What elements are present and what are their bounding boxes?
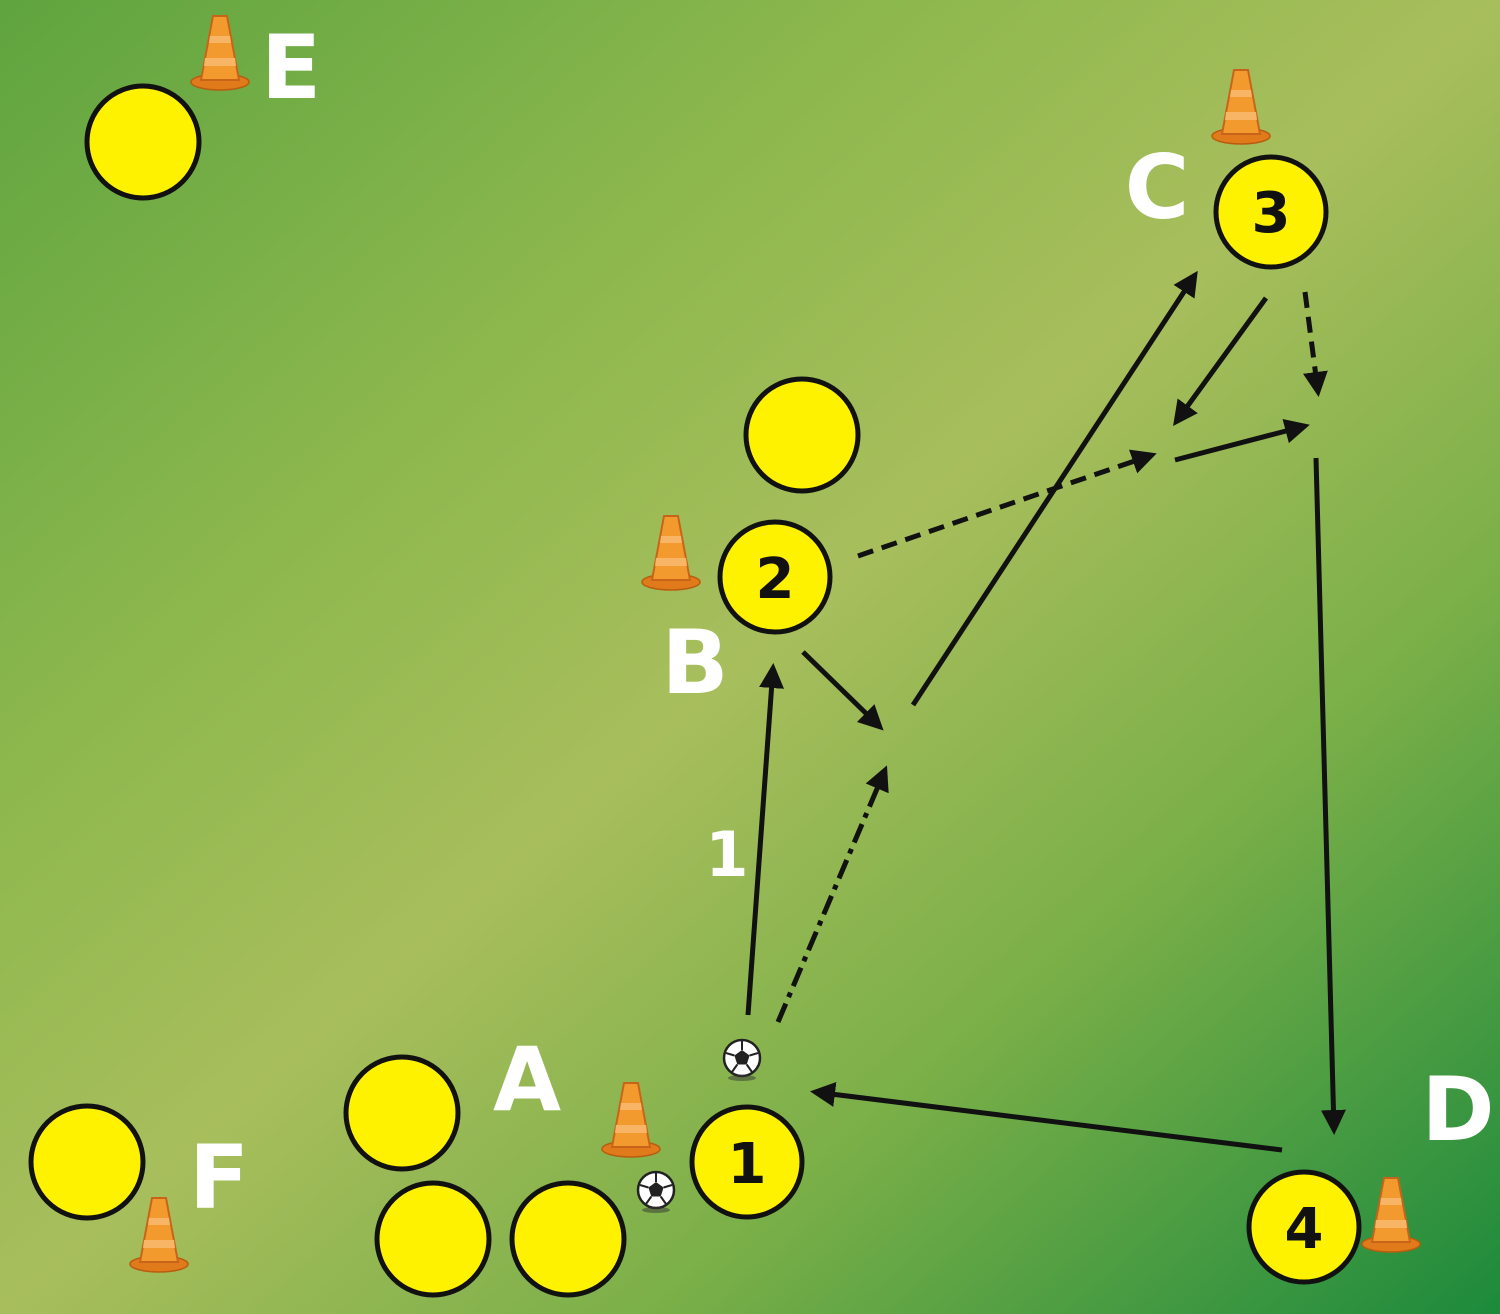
station-label-f: F <box>189 1126 249 1229</box>
pass-to-d-arrow <box>1313 457 1346 1135</box>
player-a-waiting-3 <box>509 1180 627 1298</box>
station-label-c: C <box>1125 136 1190 239</box>
step-number-label: 1 <box>705 818 748 891</box>
movement-lines <box>745 270 1346 1153</box>
player-b-waiting <box>743 376 861 494</box>
run-a-to-middle-arrow <box>775 765 889 1023</box>
player-1: 1 <box>689 1104 805 1220</box>
run-b-to-c-zone-arrow <box>857 449 1157 559</box>
pass-across-arrow <box>1174 418 1310 463</box>
move-b-to-middle-arrow <box>801 650 884 731</box>
run-c-down-arrow <box>1302 291 1328 397</box>
player-2: 2 <box>717 519 833 635</box>
player-a-waiting-1 <box>343 1054 461 1172</box>
player-a-waiting-2 <box>374 1180 492 1298</box>
pass-c-down-arrow <box>1173 296 1269 427</box>
station-label-d: D <box>1421 1058 1494 1161</box>
player-3: 3 <box>1213 154 1329 270</box>
player-4: 4 <box>1246 1169 1362 1285</box>
player-number: 1 <box>728 1132 767 1197</box>
player-f <box>28 1103 146 1221</box>
pass-d-to-a-arrow <box>810 1082 1283 1153</box>
pass-a-to-b-arrow <box>745 663 785 1016</box>
station-label-a: A <box>493 1028 561 1131</box>
player-number: 2 <box>756 547 795 612</box>
player-number: 3 <box>1252 181 1291 246</box>
station-label-b: B <box>661 611 728 714</box>
player-number: 4 <box>1285 1197 1324 1262</box>
player-e <box>84 83 202 201</box>
station-label-e: E <box>261 16 321 119</box>
